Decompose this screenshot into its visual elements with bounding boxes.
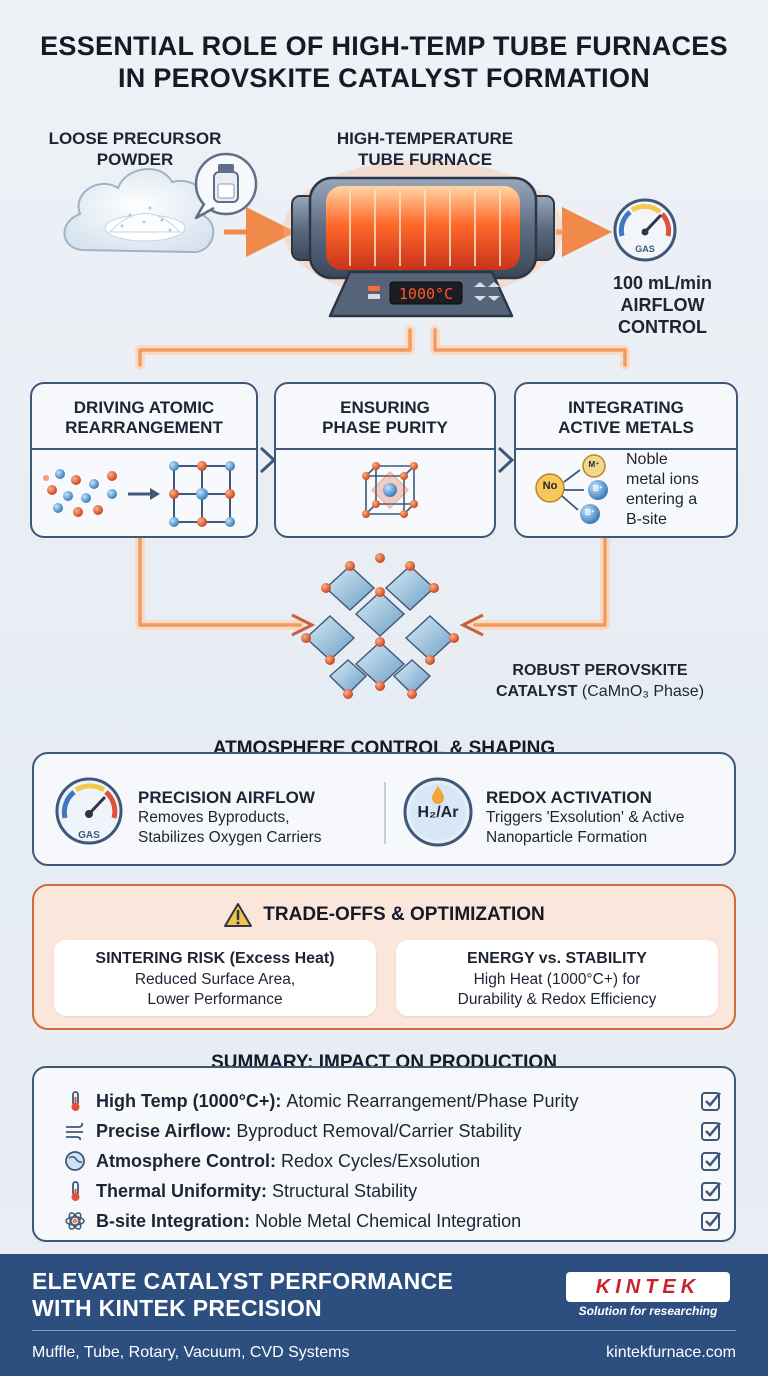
divider	[384, 782, 386, 844]
noble-metal-text: Noble metal ions entering a B-site	[626, 451, 699, 528]
metal-ion-icon	[535, 454, 608, 524]
tradeoffs-panel: TRADE-OFFS & OPTIMIZATION SINTERING RISK…	[32, 884, 736, 1030]
furnace-temp-display: 1000°C	[399, 285, 453, 303]
summary-row: B-site Integration:Noble Metal Chemical …	[62, 1208, 722, 1234]
pipe-arrow-left	[291, 613, 316, 637]
gas-gauge-icon	[55, 777, 123, 845]
step-title: DRIVING ATOMIC REARRANGEMENT	[65, 398, 223, 437]
atmosphere-panel: GAS PRECISION AIRFLOW Removes Byproducts…	[32, 752, 736, 866]
footer-headline: ELEVATE CATALYST PERFORMANCE WITH KINTEK…	[32, 1268, 454, 1321]
checkbox-checked-icon	[701, 1092, 721, 1111]
robust-catalyst-label: ROBUST PEROVSKITE CATALYST (CaMnO₃ Phase…	[495, 662, 705, 700]
summary-row: Precise Airflow:Byproduct Removal/Carrie…	[62, 1118, 722, 1144]
thermometer-icon	[71, 1181, 80, 1201]
checkbox-checked-icon	[701, 1122, 721, 1141]
globe-icon	[65, 1151, 85, 1171]
thermometer-icon	[71, 1091, 80, 1111]
gas-bubble-icon	[403, 777, 473, 847]
kintek-logo[interactable]: KINTEK	[566, 1272, 730, 1302]
crystal-cell-icon	[362, 462, 418, 518]
atom-icon	[65, 1212, 85, 1230]
warning-icon	[224, 903, 253, 927]
airflow-label: 100 mL/min AIRFLOW CONTROL	[612, 273, 713, 337]
powder-cloud-icon	[63, 168, 215, 254]
footer-banner: ELEVATE CATALYST PERFORMANCE WITH KINTEK…	[0, 1254, 768, 1376]
checkbox-checked-icon	[701, 1152, 721, 1171]
gas-gauge-icon	[613, 198, 677, 262]
footer-url-link[interactable]: kintekfurnace.com	[606, 1344, 736, 1361]
process-illustration: 1000°C GAS	[63, 152, 677, 637]
footer-divider	[32, 1330, 736, 1331]
svg-text:GAS: GAS	[635, 244, 655, 254]
step-title: INTEGRATING ACTIVE METALS	[558, 398, 694, 437]
card-arrow-1	[259, 446, 277, 474]
summary-row: Atmosphere Control:Redox Cycles/Exsoluti…	[62, 1148, 722, 1174]
tube-furnace-icon	[283, 160, 563, 318]
airflow-icon	[66, 1122, 84, 1141]
summary-panel: High Temp (1000°C+):Atomic Rearrangement…	[32, 1066, 736, 1242]
precursor-bottle-icon	[194, 152, 258, 220]
powder-label: LOOSE PRECURSOR POWDER	[48, 129, 222, 169]
pipe-arrow-right	[459, 613, 484, 637]
step-card-rearrangement: DRIVING ATOMIC REARRANGEMENT	[30, 382, 258, 538]
summary-row: High Temp (1000°C+):Atomic Rearrangement…	[62, 1088, 722, 1114]
perovskite-crystal-icon	[301, 553, 459, 699]
card-arrow-2	[497, 446, 515, 474]
checkbox-checked-icon	[701, 1212, 721, 1231]
step-title: ENSURING PHASE PURITY	[322, 398, 448, 437]
checkbox-checked-icon	[701, 1182, 721, 1201]
sintering-risk-card: SINTERING RISK (Excess Heat) Reduced Sur…	[54, 940, 376, 1016]
summary-row: Thermal Uniformity:Structural Stability	[62, 1178, 722, 1204]
step-card-active-metals: INTEGRATING ACTIVE METALS	[514, 382, 738, 538]
footer-systems: Muffle, Tube, Rotary, Vacuum, CVD System…	[32, 1344, 350, 1361]
energy-stability-card: ENERGY vs. STABILITY High Heat (1000°C+)…	[396, 940, 718, 1016]
page-title: ESSENTIAL ROLE OF HIGH-TEMP TUBE FURNACE…	[40, 31, 728, 93]
atomic-rearrangement-icon	[43, 461, 235, 527]
furnace-label: HIGH-TEMPERATURE TUBE FURNACE	[336, 129, 514, 169]
step-card-phase-purity: ENSURING PHASE PURITY	[274, 382, 496, 538]
